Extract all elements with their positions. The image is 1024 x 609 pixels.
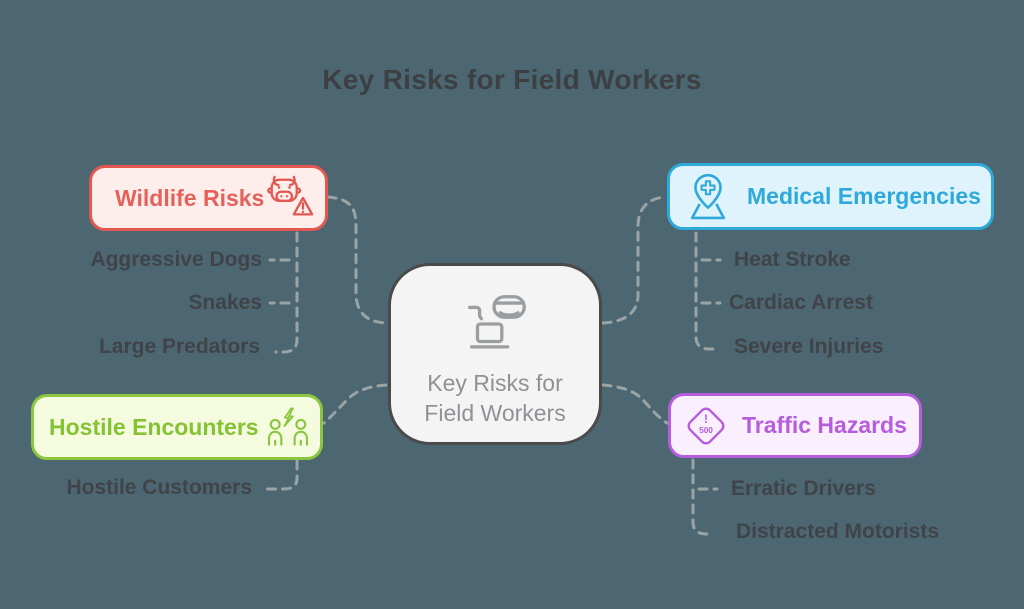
child-label-large-predators: Large Predators bbox=[98, 335, 260, 358]
medical-emergencies-label: Medical Emergencies bbox=[747, 183, 981, 209]
medical-map-pin-icon bbox=[690, 173, 726, 219]
child-label-distracted-motorists: Distracted Motorists bbox=[736, 520, 940, 543]
connector-wildlife-central bbox=[326, 195, 388, 325]
road-sign-icon: ! 500 bbox=[687, 407, 725, 444]
central-label-line1: Key Risks for bbox=[427, 370, 563, 396]
branch-hostile-encounters: Hostile Encounters bbox=[31, 394, 323, 460]
sign-exclamation-text: ! bbox=[704, 412, 708, 426]
hostile-encounters-label: Hostile Encounters bbox=[49, 413, 259, 440]
child-label-snakes: Snakes bbox=[188, 291, 262, 314]
central-label-line2: Field Workers bbox=[424, 400, 566, 426]
cow-warning-icon bbox=[267, 175, 314, 216]
branch-medical-emergencies: Medical Emergencies bbox=[667, 163, 994, 230]
connector-central-hostile bbox=[322, 383, 388, 425]
connector-central-traffic bbox=[601, 383, 669, 425]
connector-central-medical bbox=[601, 195, 668, 325]
branch-wildlife-risks: Wildlife Risks bbox=[89, 165, 328, 231]
central-node-label: Key Risks for Field Workers bbox=[424, 368, 565, 428]
child-label-cardiac-arrest: Cardiac Arrest bbox=[729, 291, 873, 314]
spine-medical-children bbox=[694, 231, 718, 351]
spine-traffic-children bbox=[691, 458, 715, 536]
child-label-erratic-drivers: Erratic Drivers bbox=[731, 477, 876, 500]
branch-traffic-hazards: ! 500 Traffic Hazards bbox=[668, 393, 922, 458]
central-node: Key Risks for Field Workers bbox=[388, 263, 602, 445]
child-label-hostile-customers: Hostile Customers bbox=[66, 476, 252, 499]
spine-hostile-children bbox=[264, 459, 299, 491]
child-label-aggressive-dogs: Aggressive Dogs bbox=[90, 248, 262, 271]
goggles-laptop-icon bbox=[468, 295, 526, 349]
wildlife-risks-label: Wildlife Risks bbox=[115, 184, 265, 211]
child-label-severe-injuries: Severe Injuries bbox=[734, 335, 884, 358]
child-label-heat-stroke: Heat Stroke bbox=[734, 248, 851, 271]
diagram-title: Key Risks for Field Workers bbox=[322, 64, 702, 95]
sign-number-text: 500 bbox=[699, 424, 713, 434]
spine-wildlife-children bbox=[274, 231, 299, 354]
traffic-hazards-label: Traffic Hazards bbox=[742, 412, 907, 438]
people-conflict-icon bbox=[267, 407, 309, 446]
